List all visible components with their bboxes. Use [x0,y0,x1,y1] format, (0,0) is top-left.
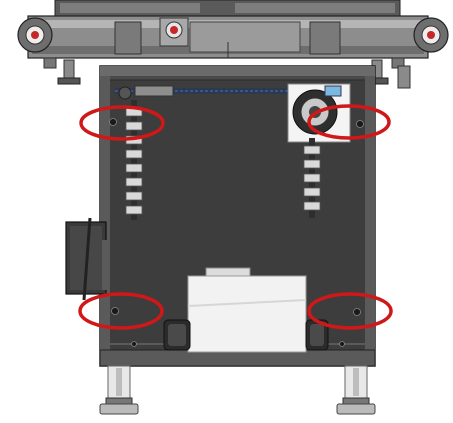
bed-foot-left-post [63,59,75,81]
left-caster-hub [168,324,186,346]
left-stack-coil [125,121,143,131]
highlight-lower-right [307,292,393,330]
highlight-upper-left [79,105,165,141]
top-conveyor-assembly [17,0,449,89]
bed-bracket-left [114,21,142,55]
bed-foot-left-outer [43,57,57,69]
right-leg-collar [342,397,370,405]
bed-bracket-right [309,21,341,55]
highlight-lower-left [78,292,164,330]
chain-tensioner [134,85,174,97]
lower-housing [187,275,307,353]
left-leg-slot [116,368,122,396]
bed-foot-right-bracket [397,65,411,89]
highlight-markers [78,104,393,330]
lower-housing-assembly [163,267,329,353]
right-caster-hub [310,324,324,346]
right-leveling-foot [336,403,376,415]
electrical-cable [82,217,92,301]
left-stack-coil [125,191,143,201]
frame-right-post [365,76,375,366]
right-leg-slot [353,368,359,396]
bolt-icon [131,341,137,347]
electrical-box [65,217,110,301]
top-plate-right-panel [235,3,395,13]
top-plate-left-panel [60,3,200,13]
bolt-icon [111,307,119,315]
left-sprocket [118,86,132,100]
bed-center-plate [189,21,301,53]
left-stack-coil [125,163,143,173]
right-stack-coil [303,187,321,197]
red-knob-icon [170,26,178,34]
right-roller-cap-icon [427,31,435,39]
electrical-box-mount [102,240,110,290]
left-stack-coil [125,177,143,187]
left-stack-coil [125,205,143,215]
right-stack-coil [303,159,321,169]
bolt-icon [353,308,361,316]
right-spring-stack [303,138,321,218]
right-stack-coil [303,145,321,155]
frame-legs [99,365,376,415]
bolt-icon [109,118,117,126]
housing-crease [187,299,307,307]
right-stack-coil [303,201,321,211]
bed-foot-left-pad [57,77,81,85]
frame-left-post [100,76,110,366]
bolt-icon [339,341,345,347]
right-stack-coil [303,173,321,183]
mounting-bolts [109,118,364,347]
frame-top-rail [100,66,375,76]
left-stack-coil [125,149,143,159]
left-roller-cap-icon [31,31,39,39]
left-leveling-foot [99,403,139,415]
pulley-bracket-blue [324,85,342,97]
left-stack-shaft [131,100,137,220]
left-leg-collar [105,397,133,405]
bolt-icon [356,120,364,128]
highlight-upper-right [307,104,391,140]
